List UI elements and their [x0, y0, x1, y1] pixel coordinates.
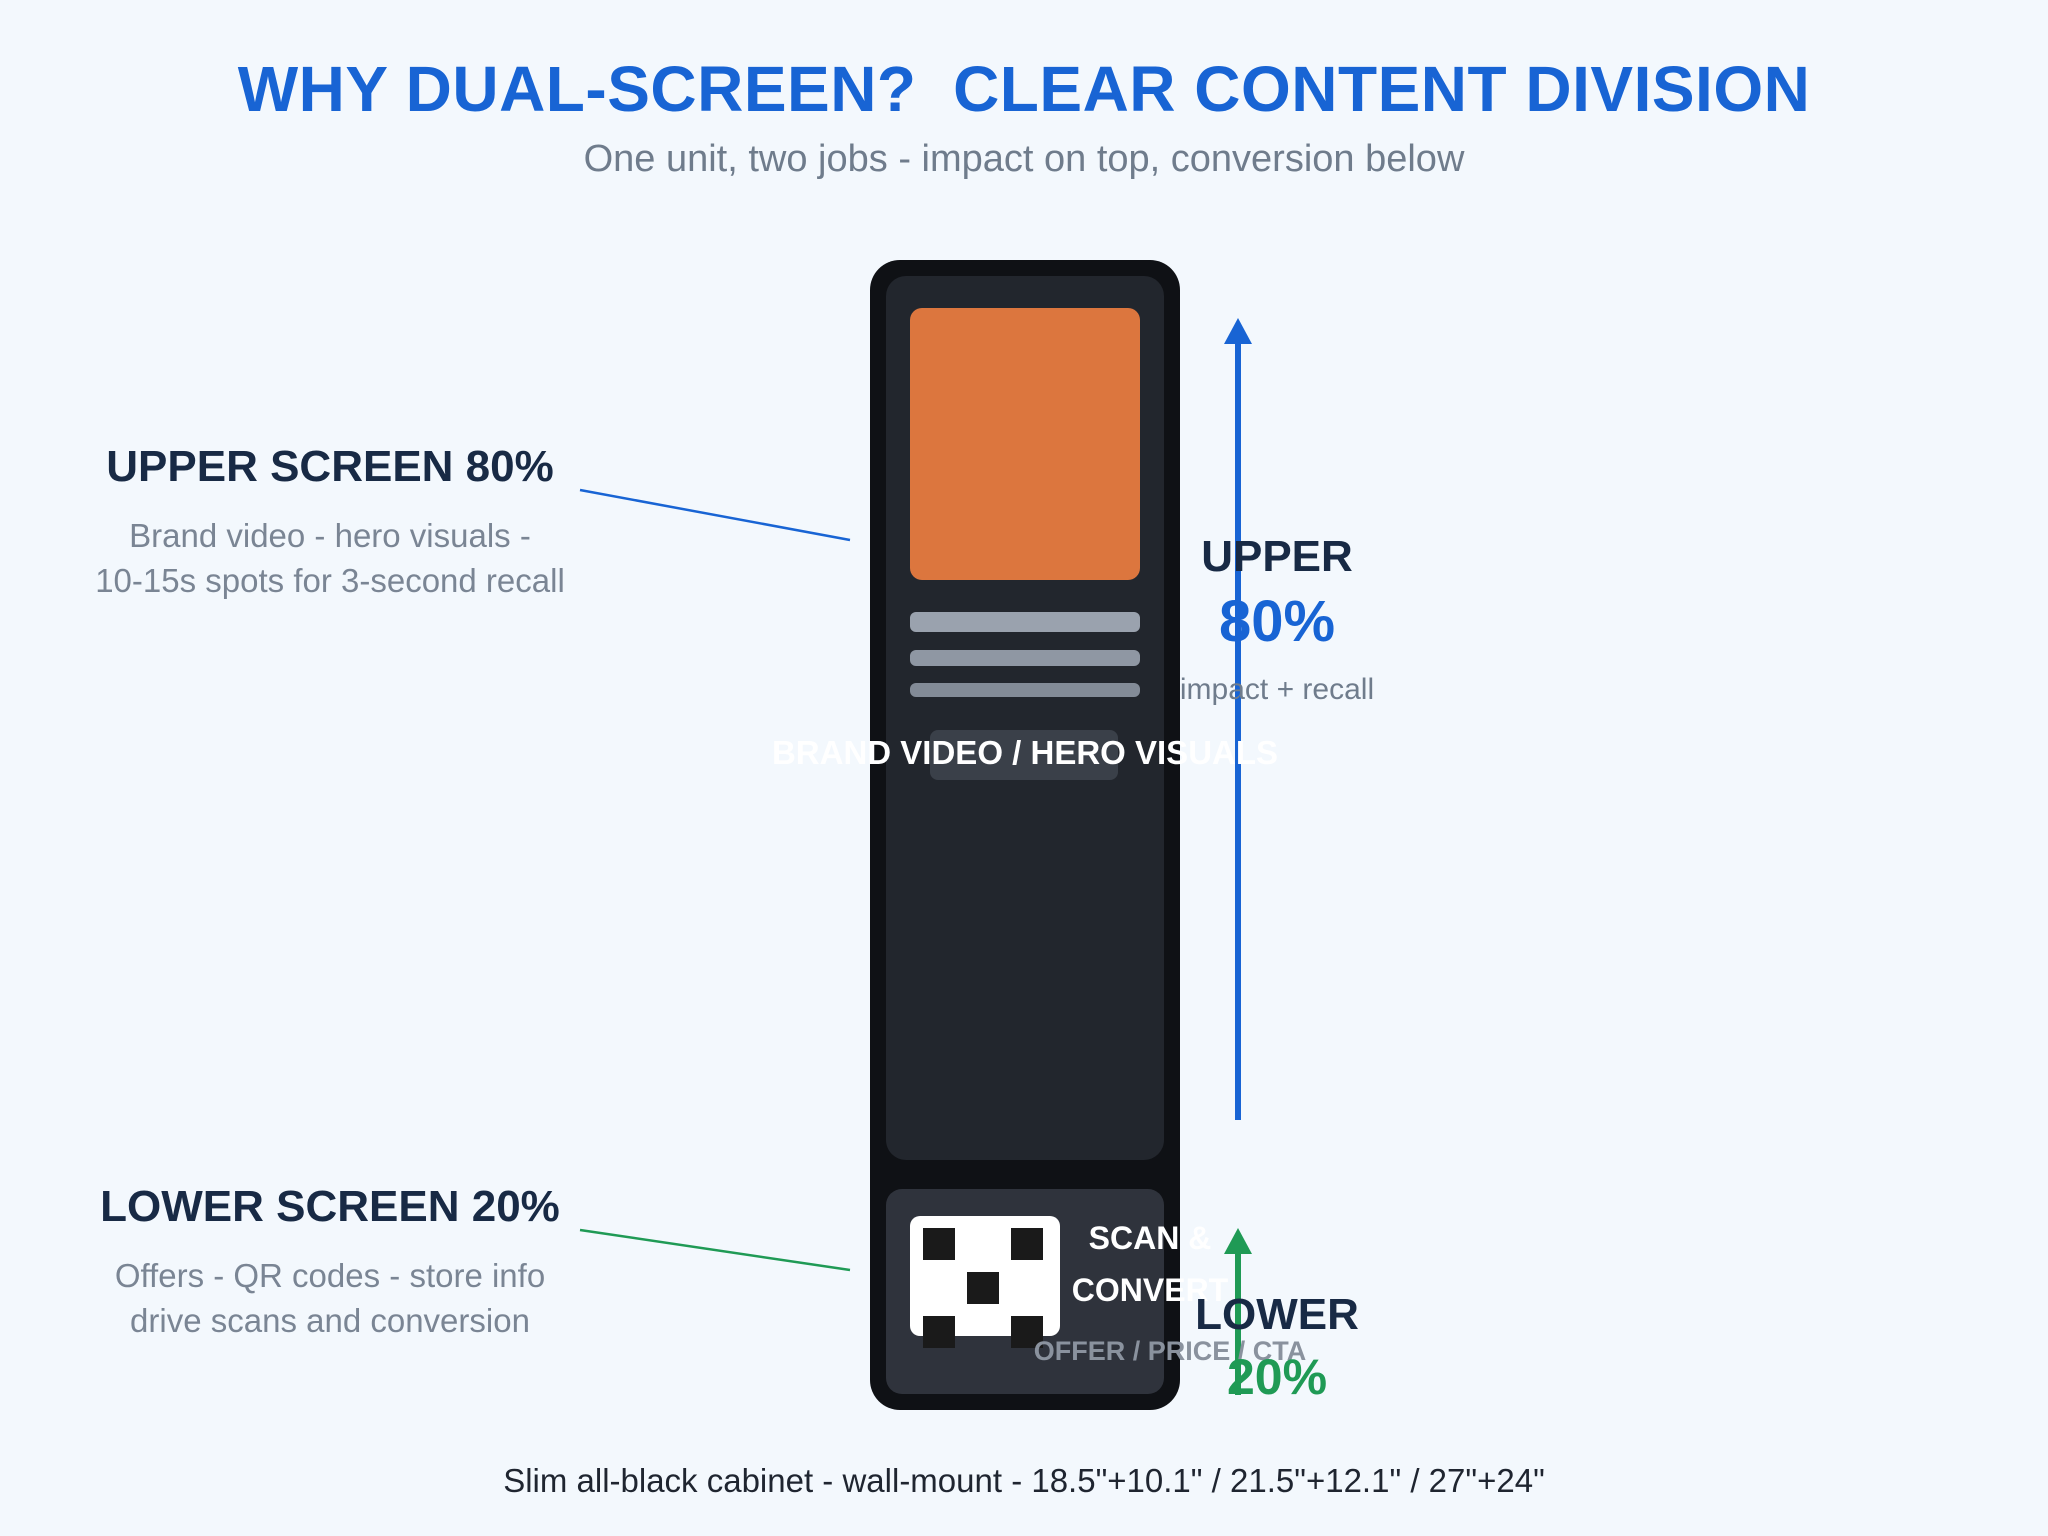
upper-screen-heading: UPPER SCREEN 80%: [106, 442, 554, 491]
upper-screen-label: BRAND VIDEO / HERO VISUALS: [771, 734, 1279, 771]
page-subtitle: One unit, two jobs - impact on top, conv…: [583, 138, 1465, 180]
scan-label-line1: SCAN &: [1088, 1220, 1212, 1256]
upper-screen-description-line2: 10-15s spots for 3-second recall: [95, 562, 565, 599]
upper-screen-description-line1: Brand video - hero visuals -: [129, 517, 531, 554]
qr-marker: [923, 1316, 955, 1348]
text-line-placeholder: [910, 683, 1140, 697]
lower-screen-description-line1: Offers - QR codes - store info: [114, 1257, 546, 1294]
lower-split-name: LOWER: [1195, 1290, 1359, 1339]
upper-screen-description: Brand video - hero visuals - 10-15s spot…: [30, 513, 630, 603]
lower-arrow-head: [1224, 1228, 1252, 1254]
qr-marker: [967, 1272, 999, 1304]
lower-screen-heading: LOWER SCREEN 20%: [100, 1182, 560, 1231]
text-line-placeholder: [910, 612, 1140, 632]
qr-marker: [1011, 1316, 1043, 1348]
lower-screen-description-line2: drive scans and conversion: [130, 1302, 530, 1339]
lower-split-percent: 20%: [1226, 1349, 1328, 1405]
upper-split-percent: 80%: [1218, 589, 1336, 654]
qr-marker: [923, 1228, 955, 1260]
upper-connector-line: [579, 488, 851, 542]
scan-label-line2: CONVERT: [1071, 1272, 1229, 1308]
upper-label-pill: [930, 730, 1118, 780]
hero-visual-block: [910, 308, 1140, 580]
lower-screen-description: Offers - QR codes - store info drive sca…: [30, 1253, 630, 1343]
qr-marker: [1011, 1228, 1043, 1260]
page-title: WHY DUAL-SCREEN? CLEAR CONTENT DIVISION: [237, 53, 1811, 125]
offer-price-cta-label: OFFER / PRICE / CTA: [1033, 1336, 1307, 1366]
cabinet-caption: Slim all-black cabinet - wall-mount - 18…: [503, 1462, 1545, 1499]
text-line-placeholder: [910, 650, 1140, 666]
upper-split-note: impact + recall: [1179, 673, 1375, 706]
lower-connector-line: [579, 1228, 851, 1272]
upper-split-name: UPPER: [1201, 532, 1353, 581]
upper-arrow-head: [1224, 318, 1252, 344]
